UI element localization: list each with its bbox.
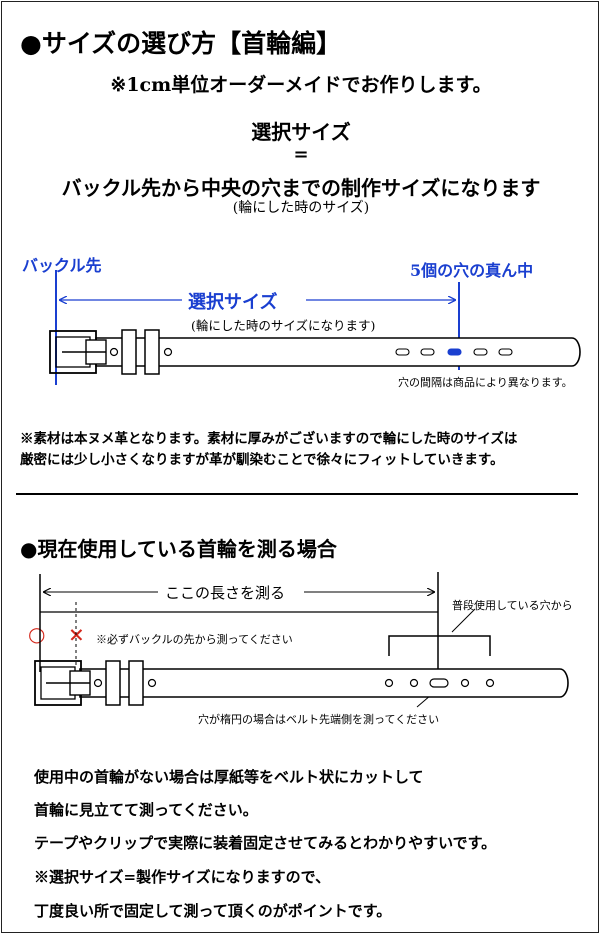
section2-title: ●現在使用している首輪を測る場合 <box>20 537 337 561</box>
belt-hole <box>473 348 488 356</box>
belt-hole <box>420 348 435 356</box>
oval-hole <box>429 678 449 688</box>
collar-diagram-1 <box>49 270 581 385</box>
belt-hole <box>384 678 394 688</box>
rivet-hole <box>163 347 173 357</box>
arrow-note: (輪にした時のサイズになります) <box>191 318 376 333</box>
keeper-loop-2 <box>144 329 160 375</box>
belt-hole <box>409 678 419 688</box>
keeper-loop-4 <box>128 660 144 706</box>
hole-bracket <box>388 635 491 656</box>
order-note: ※1cm単位オーダーメイドでお作りします。 <box>110 74 492 96</box>
paragraph-line2: 首輪に見立てて測ってください。 <box>34 801 258 819</box>
size-definition-note: (輪にした時のサイズ) <box>232 200 370 216</box>
select-size-heading: 選択サイズ <box>251 120 351 144</box>
belt-hole <box>460 678 470 688</box>
label-buckle-tip: バックル先 <box>22 256 102 275</box>
belt-hole <box>498 348 513 356</box>
paragraph-line5: 丁度良い所で固定して測って頂くのがポイントです。 <box>34 902 392 920</box>
label-center-hole: 5個の穴の真ん中 <box>410 261 534 280</box>
size-definition: バックル先から中央の穴までの制作サイズになります <box>61 176 541 200</box>
arrow-label: 選択サイズ <box>188 292 278 313</box>
hole-interval-note: 穴の間隔は商品により異なります。 <box>398 376 573 389</box>
belt-hole <box>485 678 495 688</box>
collar-diagram-2 <box>34 572 569 708</box>
oval-hole-note: 穴が楕円の場合はベルト先端側を測ってください <box>198 713 440 726</box>
usual-hole-leader <box>451 608 476 633</box>
correct-mark: ○ <box>28 622 46 646</box>
paragraph-line4: ※選択サイズ=製作サイズになりますので、 <box>34 868 331 886</box>
rivet-hole <box>109 347 119 357</box>
belt-hole <box>395 348 410 356</box>
equals-sign: = <box>293 144 309 165</box>
collar-strap <box>95 337 581 367</box>
belt-hole-center <box>447 348 462 356</box>
keeper-loop-3 <box>105 660 121 706</box>
rivet-hole <box>147 678 157 688</box>
usual-hole-label: 普段使用している穴から <box>452 599 573 612</box>
paragraph-line3: テープやクリップで実際に装着固定させてみるとわかりやすいです。 <box>34 834 497 852</box>
paragraph-line1: 使用中の首輪がない場合は厚紙等をベルト状にカットして <box>34 768 424 786</box>
section1-title: ●サイズの選び方【首輪編】 <box>20 29 342 58</box>
measure-label: ここの長さを測る <box>165 584 286 602</box>
buckle-measure-note: ※必ずバックルの先から測ってください <box>96 633 293 646</box>
rivet-hole <box>93 678 103 688</box>
material-note-line2: 厳密には少し小さくなりますが革が馴染むことで徐々にフィットしていきます。 <box>20 452 504 468</box>
material-note-line1: ※素材は本ヌメ革となります。素材に厚みがございますので輪にした時のサイズは <box>20 431 518 447</box>
collar-strap-2 <box>79 668 569 698</box>
keeper-loop-1 <box>121 329 137 375</box>
